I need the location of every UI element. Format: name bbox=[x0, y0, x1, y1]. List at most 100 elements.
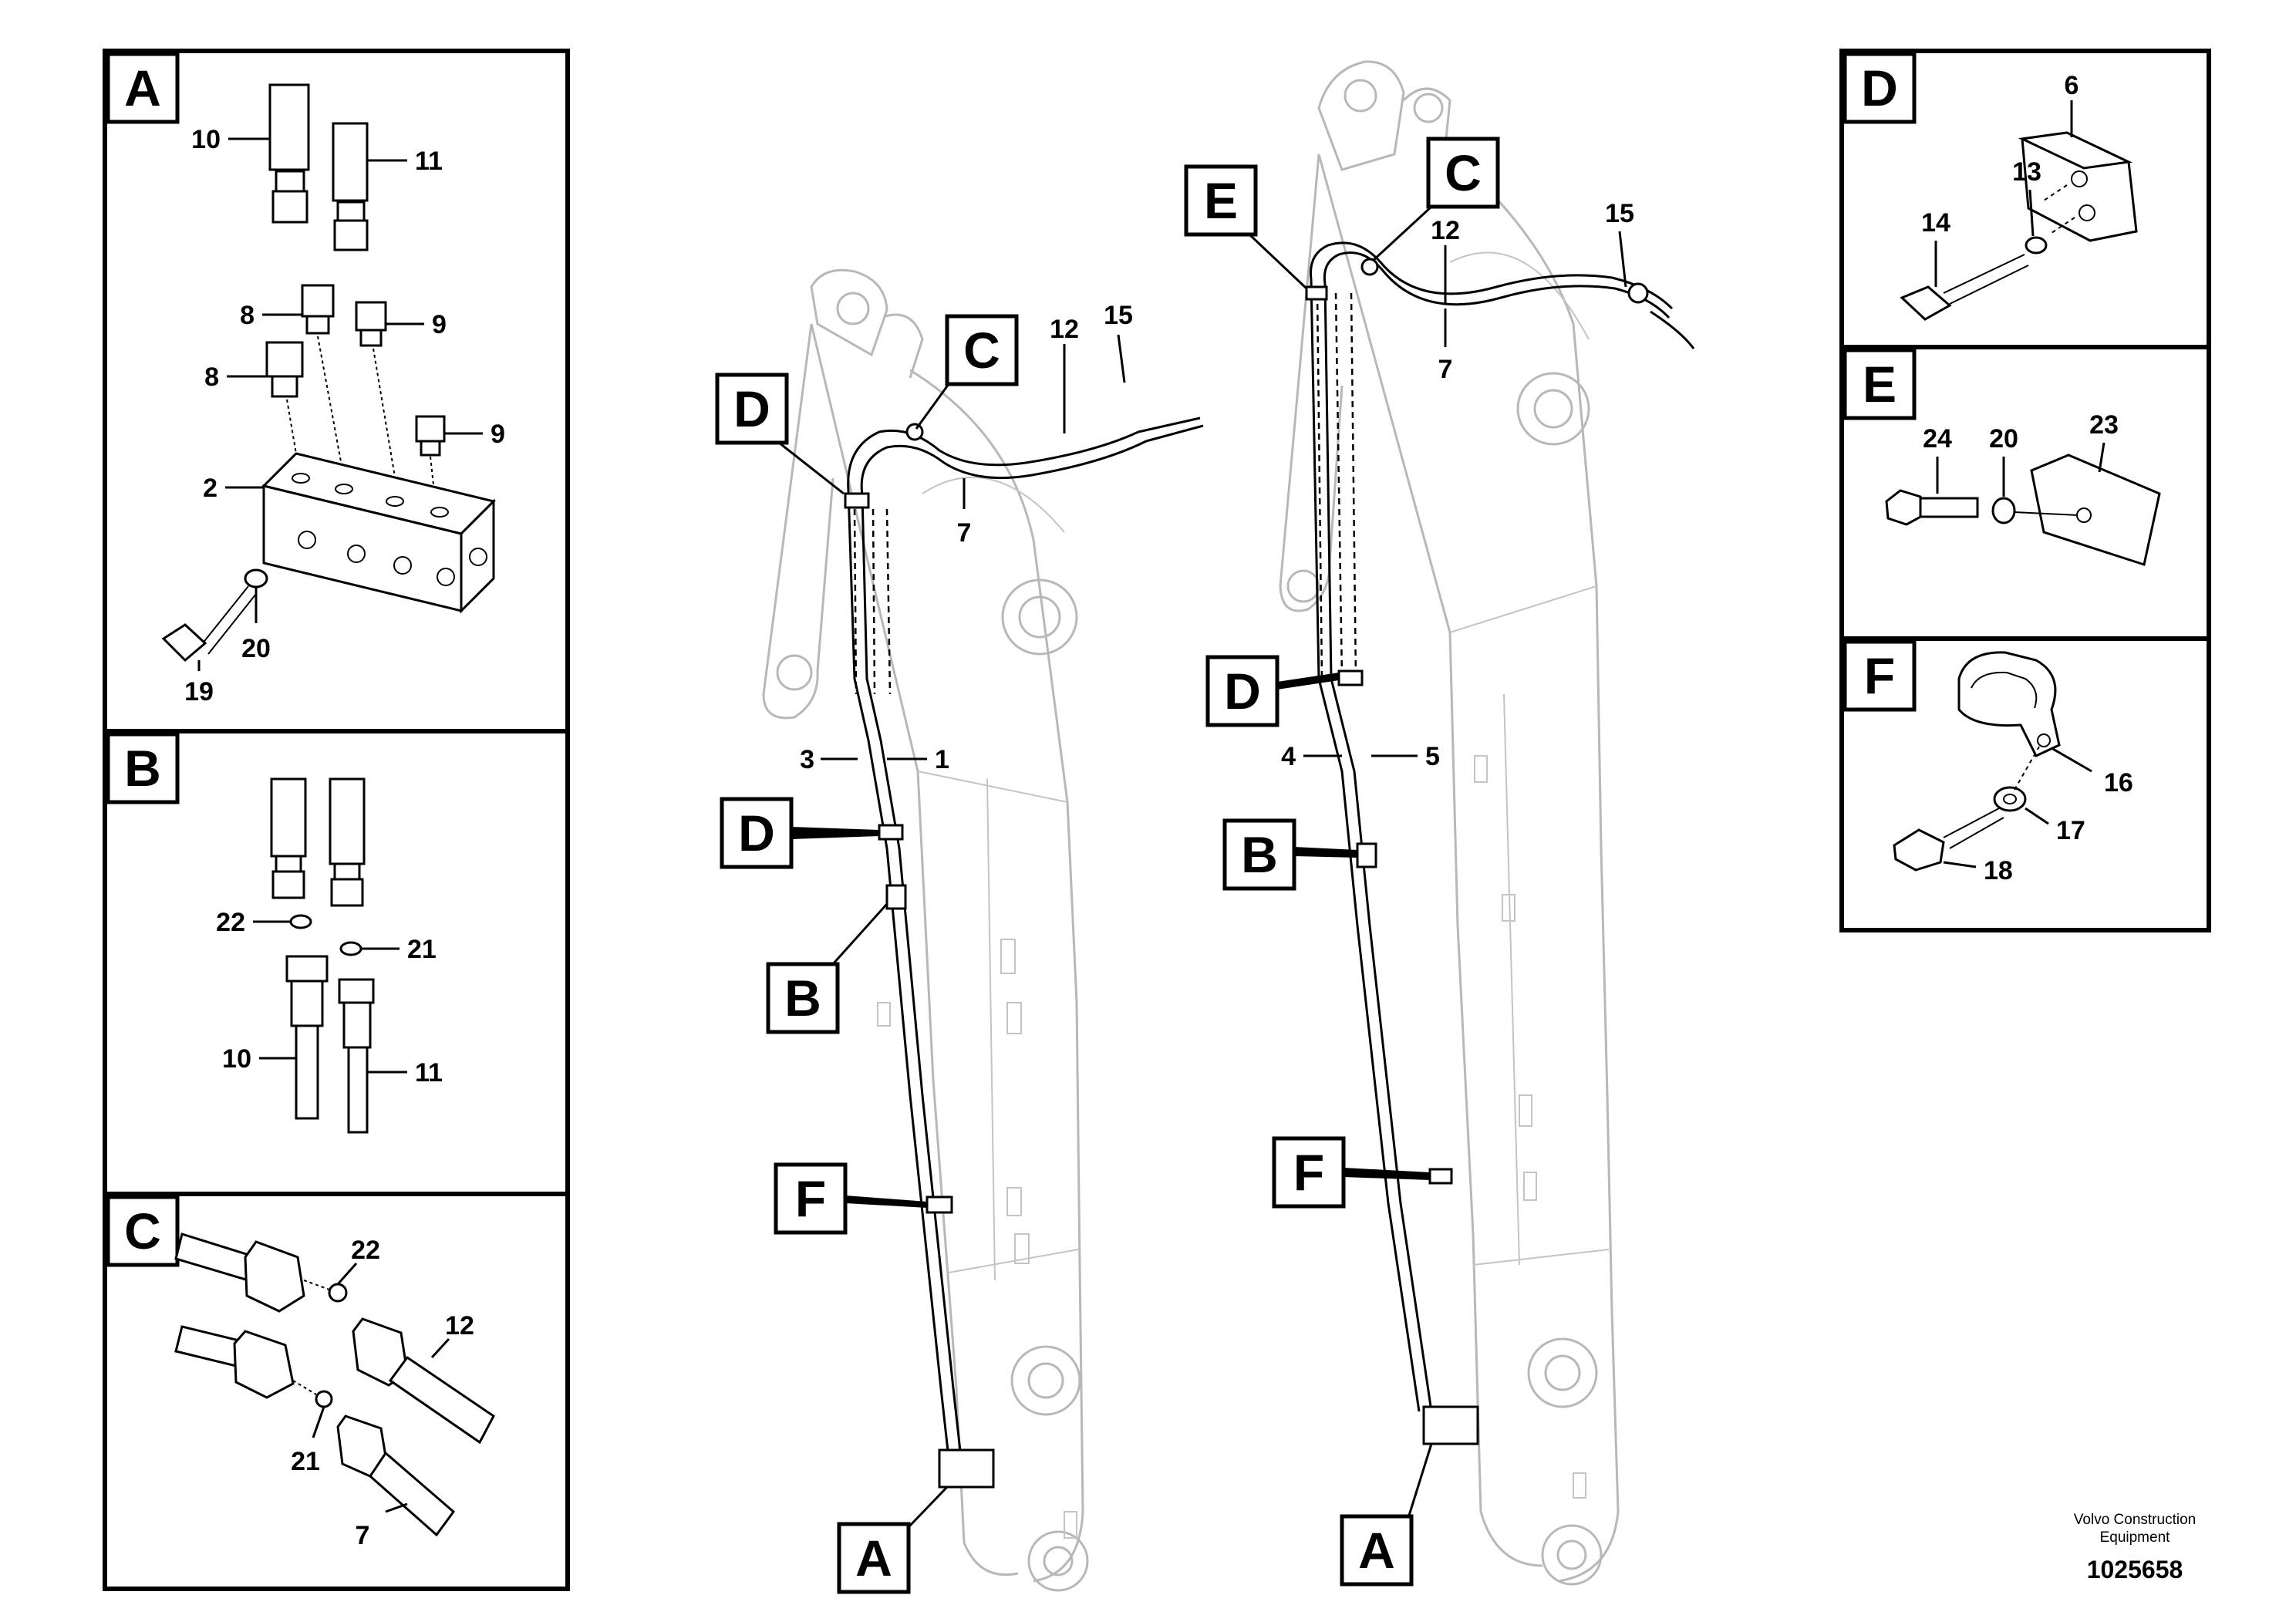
label-a-9-upper: 9 bbox=[432, 310, 447, 339]
label-f-18: 18 bbox=[1984, 856, 2013, 885]
label-d-13: 13 bbox=[2012, 157, 2041, 187]
left-callout-c: C bbox=[915, 314, 1019, 430]
footer-company-line1: Volvo Construction bbox=[2074, 1512, 2196, 1528]
pipe-upper-c bbox=[174, 1233, 305, 1313]
right-clamp-d bbox=[1337, 669, 1364, 686]
right-clamp-b bbox=[1356, 842, 1377, 868]
oring-22-b bbox=[289, 914, 312, 929]
right-label-12: 12 bbox=[1431, 216, 1460, 245]
label-b-10: 10 bbox=[222, 1044, 251, 1074]
left-label-7: 7 bbox=[957, 518, 972, 548]
hose-11-b bbox=[338, 978, 375, 1134]
label-c-21: 21 bbox=[291, 1447, 320, 1476]
svg-text:D: D bbox=[733, 380, 770, 437]
right-clamp-f bbox=[1428, 1168, 1453, 1185]
drawing-number: 1025658 bbox=[2087, 1556, 2183, 1583]
label-a-11: 11 bbox=[415, 147, 443, 176]
detail-panel-b: B 22 21 10 11 bbox=[103, 729, 570, 1196]
panel-b-letter: B bbox=[124, 740, 161, 797]
footer-block: Volvo Construction Equipment 1025658 bbox=[2074, 1512, 2196, 1583]
right-label-7: 7 bbox=[1438, 355, 1453, 384]
right-label-15: 15 bbox=[1605, 199, 1634, 228]
washer-20-a bbox=[244, 568, 268, 588]
label-b-21: 21 bbox=[407, 935, 437, 964]
footer-company-line2: Equipment bbox=[2100, 1529, 2171, 1546]
oring-21-b bbox=[339, 941, 362, 956]
right-boom-body bbox=[1279, 60, 1620, 1586]
right-callout-f: F bbox=[1272, 1136, 1430, 1209]
panel-f-letter: F bbox=[1864, 647, 1895, 704]
oring-22-c bbox=[328, 1283, 348, 1303]
plate-23 bbox=[2030, 454, 2161, 566]
bolt-18 bbox=[1893, 746, 2040, 872]
clamp-plate-6 bbox=[2018, 131, 2138, 242]
left-label-3: 3 bbox=[800, 745, 814, 774]
right-label-5: 5 bbox=[1425, 742, 1440, 771]
right-clamp-15 bbox=[1627, 282, 1649, 304]
label-a-19: 19 bbox=[184, 677, 214, 706]
detail-panel-d: D 6 13 14 bbox=[1839, 49, 2211, 349]
label-e-20: 20 bbox=[1989, 424, 2018, 454]
manifold-block-2 bbox=[261, 452, 496, 614]
label-d-6: 6 bbox=[2065, 71, 2079, 100]
left-clamp-d-lower bbox=[878, 824, 904, 841]
adapter-9-lower bbox=[415, 415, 446, 457]
pipe-lower-c bbox=[174, 1325, 295, 1399]
svg-text:A: A bbox=[855, 1529, 892, 1587]
oring-21-c bbox=[315, 1390, 333, 1408]
svg-text:E: E bbox=[1204, 172, 1238, 229]
label-c-7: 7 bbox=[356, 1521, 370, 1550]
hose-11-a bbox=[332, 122, 369, 251]
right-boom-assembly: E C D B F A 12 15 bbox=[1184, 60, 1695, 1587]
svg-text:F: F bbox=[795, 1170, 826, 1227]
washer-17 bbox=[1993, 786, 2027, 812]
svg-text:B: B bbox=[784, 969, 821, 1027]
svg-text:D: D bbox=[1224, 663, 1261, 720]
right-callout-c: C bbox=[1371, 137, 1500, 262]
bolt-19-a bbox=[161, 585, 257, 663]
right-clamp-e bbox=[1305, 285, 1328, 301]
label-b-22: 22 bbox=[216, 908, 245, 937]
panel-a-letter: A bbox=[124, 59, 161, 116]
left-callout-a: A bbox=[837, 1485, 949, 1594]
hose-10-a bbox=[268, 83, 310, 224]
svg-text:B: B bbox=[1241, 826, 1278, 883]
panel-e-letter: E bbox=[1863, 356, 1896, 413]
label-a-2: 2 bbox=[203, 474, 217, 503]
pipe-upper-left-b bbox=[270, 777, 307, 899]
detail-panel-c: C 22 12 21 7 bbox=[103, 1192, 570, 1591]
left-clamp-d-upper bbox=[844, 492, 870, 509]
left-label-12: 12 bbox=[1050, 315, 1079, 344]
label-a-8-upper: 8 bbox=[240, 301, 255, 330]
right-callout-e: E bbox=[1184, 164, 1308, 290]
label-e-24: 24 bbox=[1923, 424, 1952, 454]
adapter-8-upper bbox=[301, 284, 335, 335]
label-c-22: 22 bbox=[351, 1236, 380, 1265]
detail-panel-e: E 24 20 23 bbox=[1839, 345, 2211, 641]
bolt-14 bbox=[1900, 254, 2029, 321]
right-boom-hose-lines bbox=[1309, 241, 1695, 1412]
label-a-10: 10 bbox=[191, 125, 221, 154]
label-a-9-lower: 9 bbox=[491, 420, 505, 449]
panel-c-letter: C bbox=[124, 1202, 161, 1259]
label-e-23: 23 bbox=[2089, 410, 2119, 440]
left-callout-f: F bbox=[774, 1162, 927, 1235]
label-a-8-lower: 8 bbox=[204, 363, 219, 392]
p-clamp-16 bbox=[1957, 651, 2061, 757]
left-callout-b: B bbox=[766, 902, 888, 1034]
detail-panel-a: A bbox=[103, 49, 570, 733]
detail-panel-f: F 16 17 18 bbox=[1839, 636, 2211, 932]
label-c-12: 12 bbox=[445, 1311, 474, 1340]
panel-d-letter: D bbox=[1861, 59, 1898, 116]
left-clamp-b bbox=[885, 884, 907, 910]
svg-text:C: C bbox=[1445, 144, 1482, 201]
right-clamp-c bbox=[1360, 258, 1379, 276]
right-label-4: 4 bbox=[1281, 742, 1296, 771]
left-boom-assembly: D C D B F A 12 bbox=[715, 268, 1204, 1594]
hose-7-c bbox=[336, 1415, 456, 1537]
pipe-upper-right-b bbox=[329, 777, 366, 907]
washer-20-e bbox=[1991, 497, 2016, 524]
svg-text:D: D bbox=[738, 804, 775, 862]
label-d-14: 14 bbox=[1921, 208, 1950, 238]
